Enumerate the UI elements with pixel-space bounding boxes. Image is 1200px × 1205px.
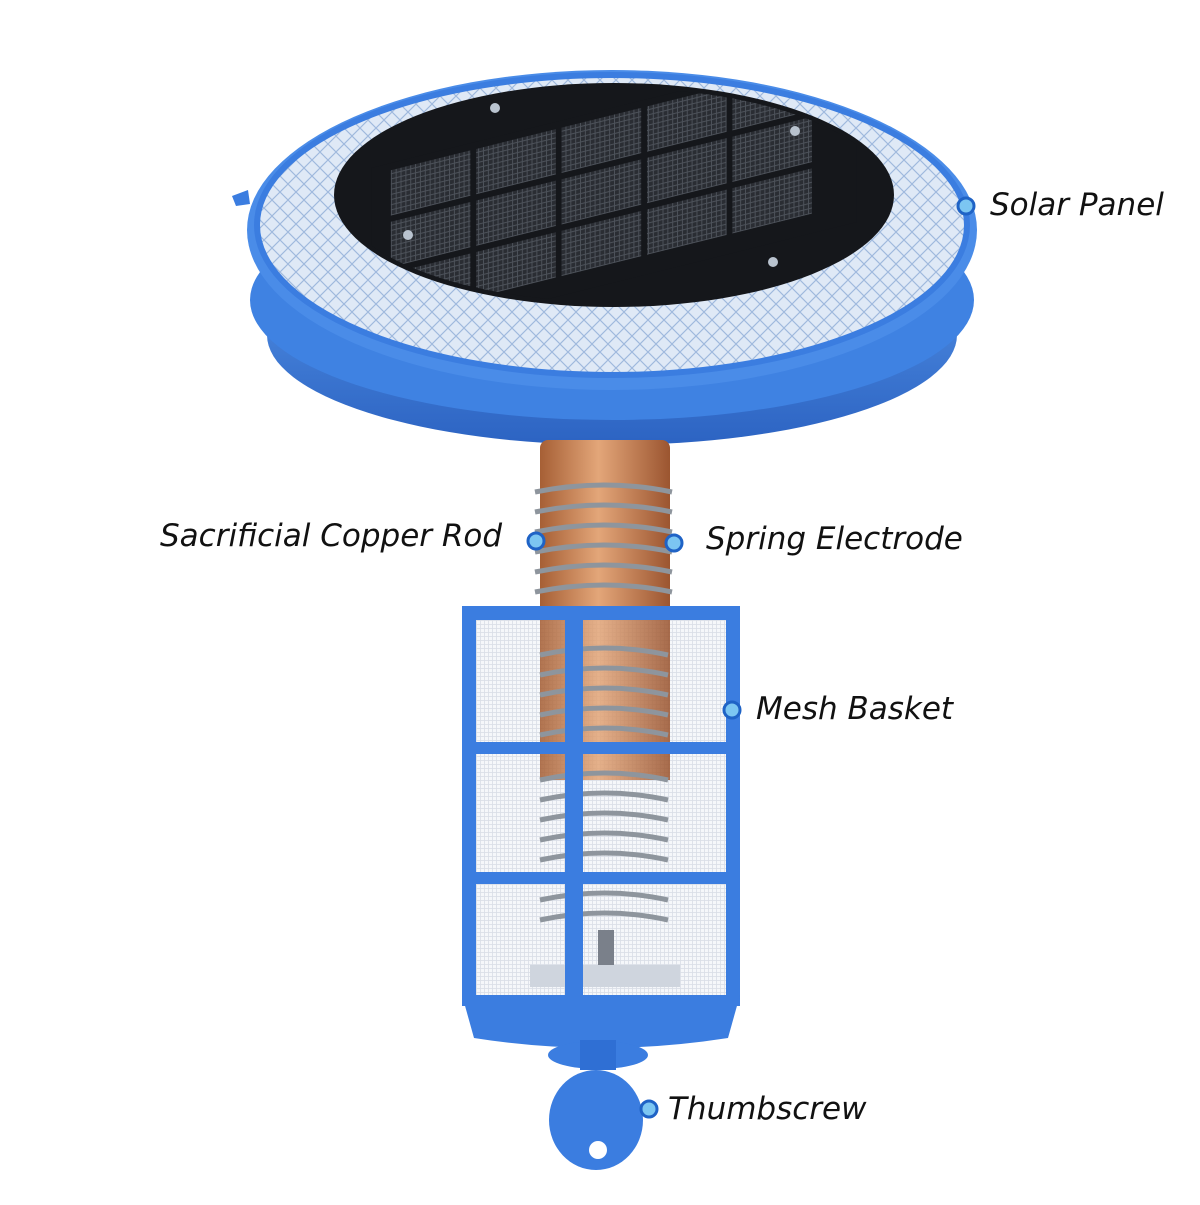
label-copper-rod: Sacrificial Copper Rod: [160, 518, 503, 554]
mesh-basket-frame: [462, 606, 740, 1006]
label-markers: [526, 196, 976, 1119]
label-thumbscrew: Thumbscrew: [668, 1091, 867, 1127]
thumbscrew: [548, 1040, 648, 1170]
marker-spring-electrode: [664, 533, 684, 553]
label-solar-panel: Solar Panel: [990, 187, 1164, 223]
marker-mesh-basket: [722, 700, 742, 720]
basket-bottom-cap: [462, 995, 740, 1048]
marker-solar-panel: [956, 196, 976, 216]
marker-copper-rod: [526, 531, 546, 551]
spring-electrode: [534, 482, 673, 923]
label-mesh-basket: Mesh Basket: [756, 691, 954, 727]
label-spring-electrode: Spring Electrode: [706, 521, 963, 557]
solar-panel: [334, 83, 894, 307]
marker-thumbscrew: [639, 1099, 659, 1119]
